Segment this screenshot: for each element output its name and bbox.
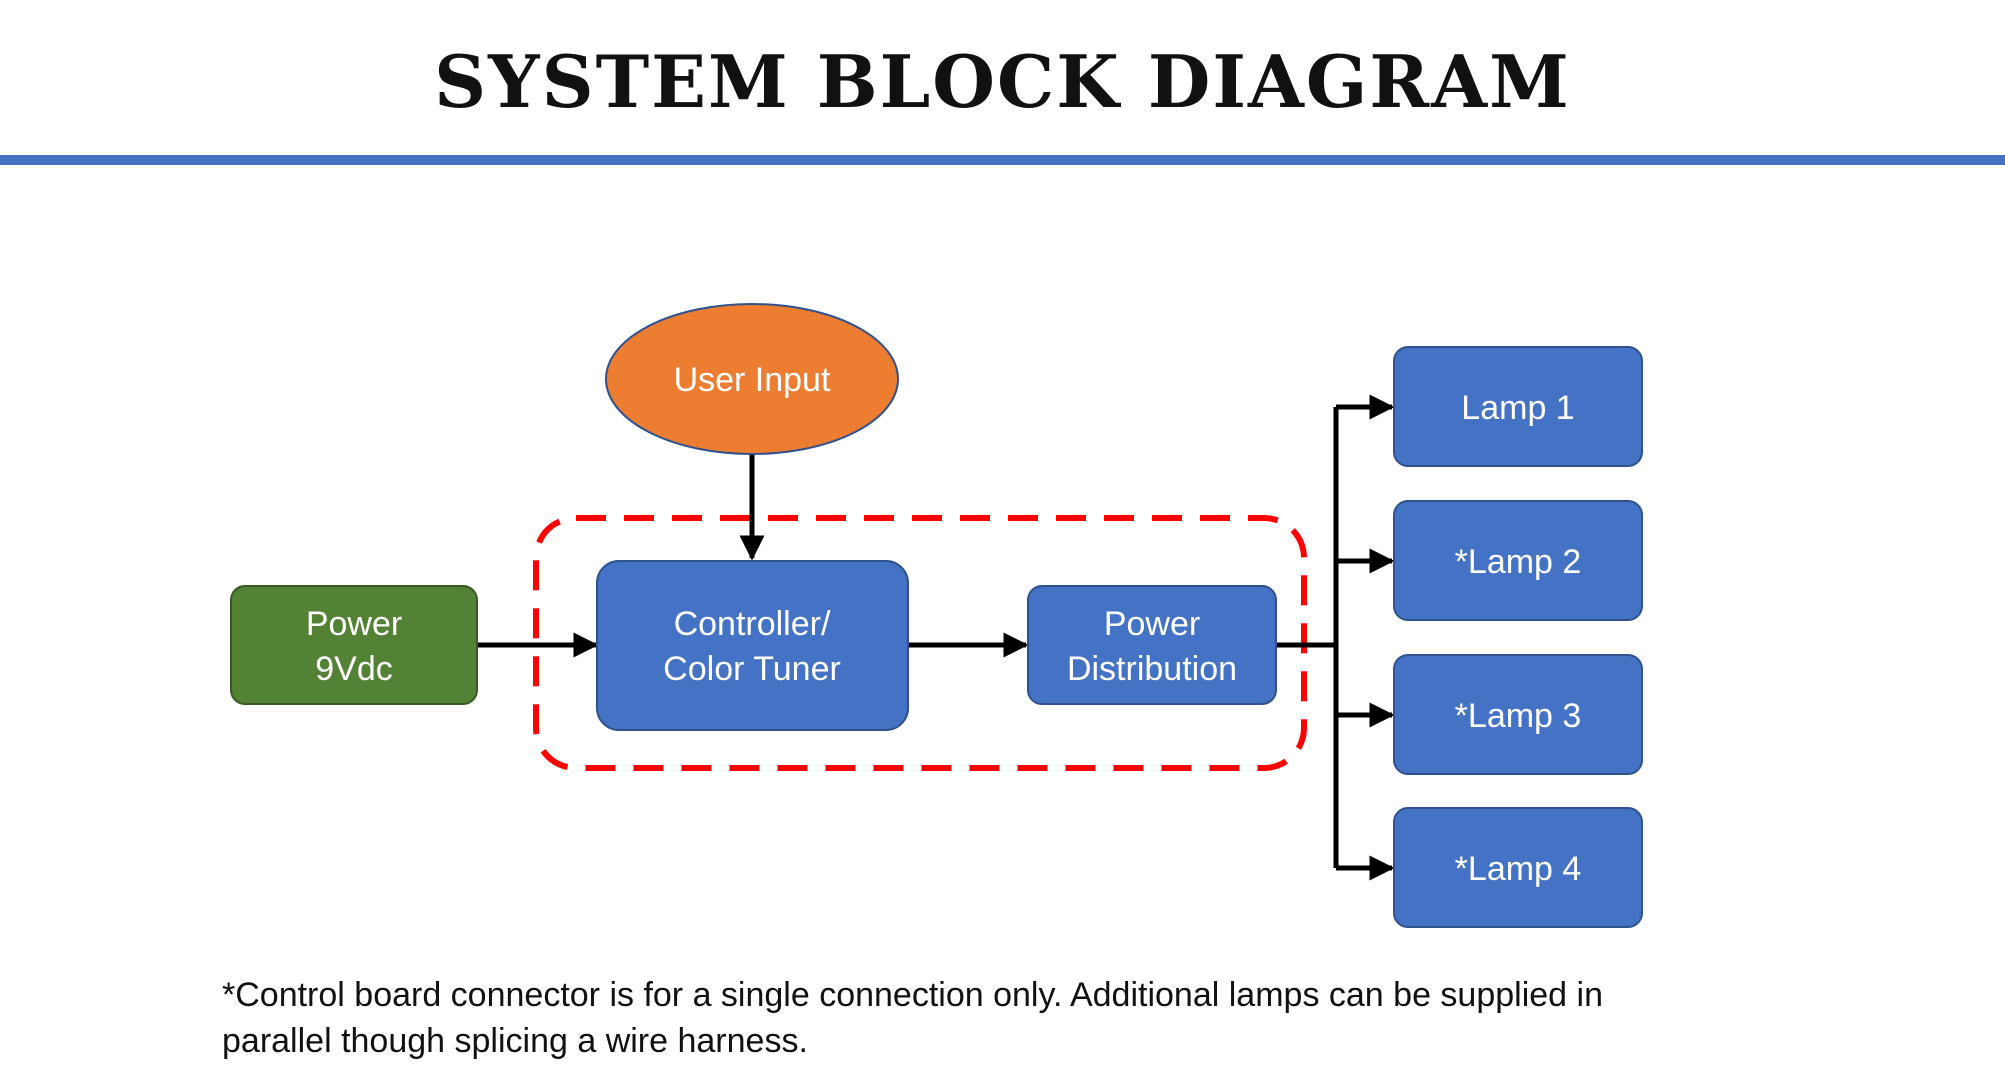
lamp1-block: Lamp 1 xyxy=(1393,346,1643,467)
lamp4-label: *Lamp 4 xyxy=(1455,850,1582,888)
connectors xyxy=(478,394,1395,881)
power-source-label-line2: 9Vdc xyxy=(315,650,393,688)
power-distribution-label-line2: Distribution xyxy=(1067,650,1237,688)
lamp2-block: *Lamp 2 xyxy=(1393,500,1643,621)
lamp2-label: *Lamp 2 xyxy=(1455,543,1582,581)
lamp1-label: Lamp 1 xyxy=(1461,389,1574,427)
controller-label-line1: Controller/ xyxy=(674,605,831,643)
page-title: SYSTEM BLOCK DIAGRAM xyxy=(434,39,1571,124)
user-input-label: User Input xyxy=(674,361,831,399)
lamp3-label: *Lamp 3 xyxy=(1455,697,1582,735)
lamp4-block: *Lamp 4 xyxy=(1393,807,1643,928)
power-distribution-label-line1: Power xyxy=(1104,605,1200,643)
controller-block: Controller/ Color Tuner xyxy=(596,560,909,731)
footnote: *Control board connector is for a single… xyxy=(222,976,1603,1060)
controller-label-line2: Color Tuner xyxy=(663,650,841,688)
lamp3-block: *Lamp 3 xyxy=(1393,654,1643,775)
power-source-label-line1: Power xyxy=(306,605,402,643)
title-divider xyxy=(0,155,2005,165)
power-distribution-block: Power Distribution xyxy=(1027,585,1277,705)
power-source-block: Power 9Vdc xyxy=(230,585,478,705)
user-input-node: User Input xyxy=(605,303,899,455)
